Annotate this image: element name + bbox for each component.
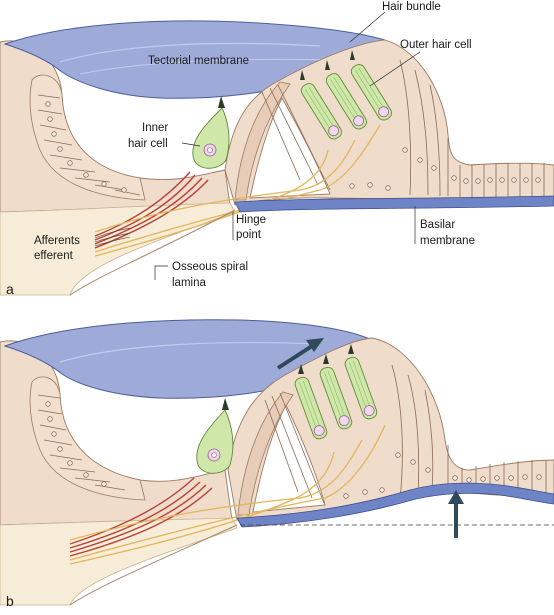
leader-hair-bundle [349,11,386,43]
interdental-cells-b [37,394,126,491]
leader-outer-hair-cell [369,51,421,87]
label-inner-hair-cell-line1: Inner [142,122,168,134]
panel-b: b [0,319,554,609]
leader-osseous [154,265,168,280]
hair-bundle-icon [300,50,355,80]
osseous-lamina-shelf [0,202,236,296]
basilar-membrane-a [234,195,554,213]
hair-bundle-b-icon [298,344,354,374]
outer-hair-cells-b [294,344,378,440]
osseous-lamina-shelf-b [0,517,238,606]
pillar-cells-a [234,81,291,201]
tunnel-of-corti-a [249,97,331,199]
nerve-fibers-a [94,124,381,257]
label-inner-hair-cell-line2: hair cell [128,138,168,150]
panel-a: Hair bundle Outer hair cell Tectorial me… [0,1,554,297]
label-basilar-membrane-line2: membrane [420,235,475,247]
label-efferent: efferent [34,250,74,262]
leader-inner-hair-cell [181,142,201,147]
tectorial-membrane-shift-arrow [276,338,324,370]
supporting-cells-b [343,364,547,501]
inner-hair-cell-b [196,398,234,474]
label-afferents: Afferents [34,235,80,247]
nerve-fibers-b [69,424,386,565]
inner-hair-cell-a [192,96,230,169]
label-basilar-membrane-line1: Basilar [420,219,455,231]
supporting-cells-a [349,59,545,197]
label-hinge-point-line2: point [236,229,262,241]
label-hinge-point-line1: Hinge [236,214,266,226]
label-hair-bundle: Hair bundle [382,1,441,13]
interdental-cells [37,94,141,196]
label-osseous-line2: lamina [172,277,206,289]
outer-hair-cells-a [300,50,392,140]
pillar-cells-b [237,391,294,516]
basilar-membrane-upward-arrow [448,490,464,538]
label-outer-hair-cell: Outer hair cell [400,39,472,51]
interdental-cell-band [29,74,146,201]
panel-label-a: a [6,281,14,297]
label-osseous-line1: Osseous spiral [172,261,248,273]
label-tectorial-membrane: Tectorial membrane [148,55,249,67]
basilar-membrane-b [236,482,554,528]
panel-label-b: b [6,593,14,609]
